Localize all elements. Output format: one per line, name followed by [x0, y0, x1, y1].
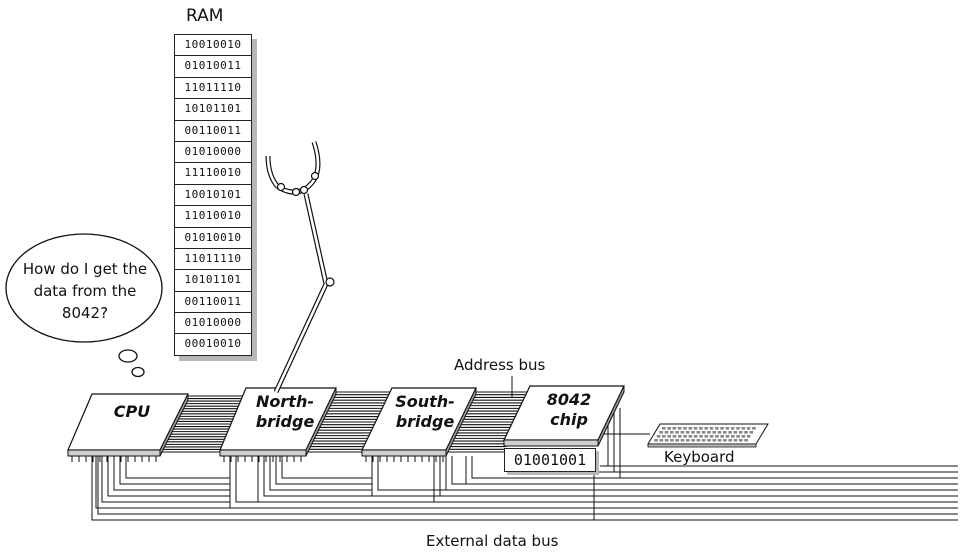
ram-row: 01010010 — [175, 228, 251, 249]
ram-row: 00110011 — [175, 121, 251, 142]
ram-row: 11011110 — [175, 78, 251, 100]
ribbon-cable — [304, 391, 392, 453]
cpu-chip — [67, 393, 189, 457]
ram-row: 00010010 — [184, 337, 242, 351]
thought-bubble — [5, 233, 163, 378]
8042-chip — [503, 385, 625, 447]
ram-row: 11011110 — [175, 249, 251, 271]
ram-row: 10101101 — [175, 270, 251, 292]
ram-row: 01010000 — [175, 142, 251, 164]
ram-row: 11010010 — [175, 206, 251, 228]
robotic-arm — [265, 141, 335, 394]
northbridge-chip — [219, 387, 337, 457]
8042-chip-label: 8042 chip — [546, 390, 592, 429]
ram-row: 01010011 — [175, 56, 251, 78]
external-data-bus-label: External data bus — [426, 532, 559, 550]
ram-row: 00110011 — [175, 292, 251, 314]
chip-pins — [71, 456, 444, 462]
southbridge-label: South- bridge — [395, 392, 455, 431]
northbridge-label: North- bridge — [255, 392, 315, 431]
8042-data-register: 01001001 — [504, 448, 596, 472]
ram-row: 01010000 — [175, 313, 251, 335]
keyboard-icon — [604, 423, 769, 448]
address-bus-label: Address bus — [454, 356, 546, 374]
ribbon-cables — [158, 391, 530, 453]
cpu-label: CPU — [113, 402, 151, 421]
ram-row: 10010101 — [175, 185, 251, 207]
southbridge-chip — [361, 387, 477, 457]
ram-row: 10010010 — [175, 35, 251, 57]
thought-bubble-text: How do I get the data from the 8042? — [22, 260, 148, 322]
ram-row: 10101101 — [175, 99, 251, 121]
ram-row: 11110010 — [175, 163, 251, 185]
external-data-bus-lines — [91, 400, 958, 521]
keyboard-label: Keyboard — [664, 448, 735, 466]
ram-title: RAM — [186, 6, 224, 26]
